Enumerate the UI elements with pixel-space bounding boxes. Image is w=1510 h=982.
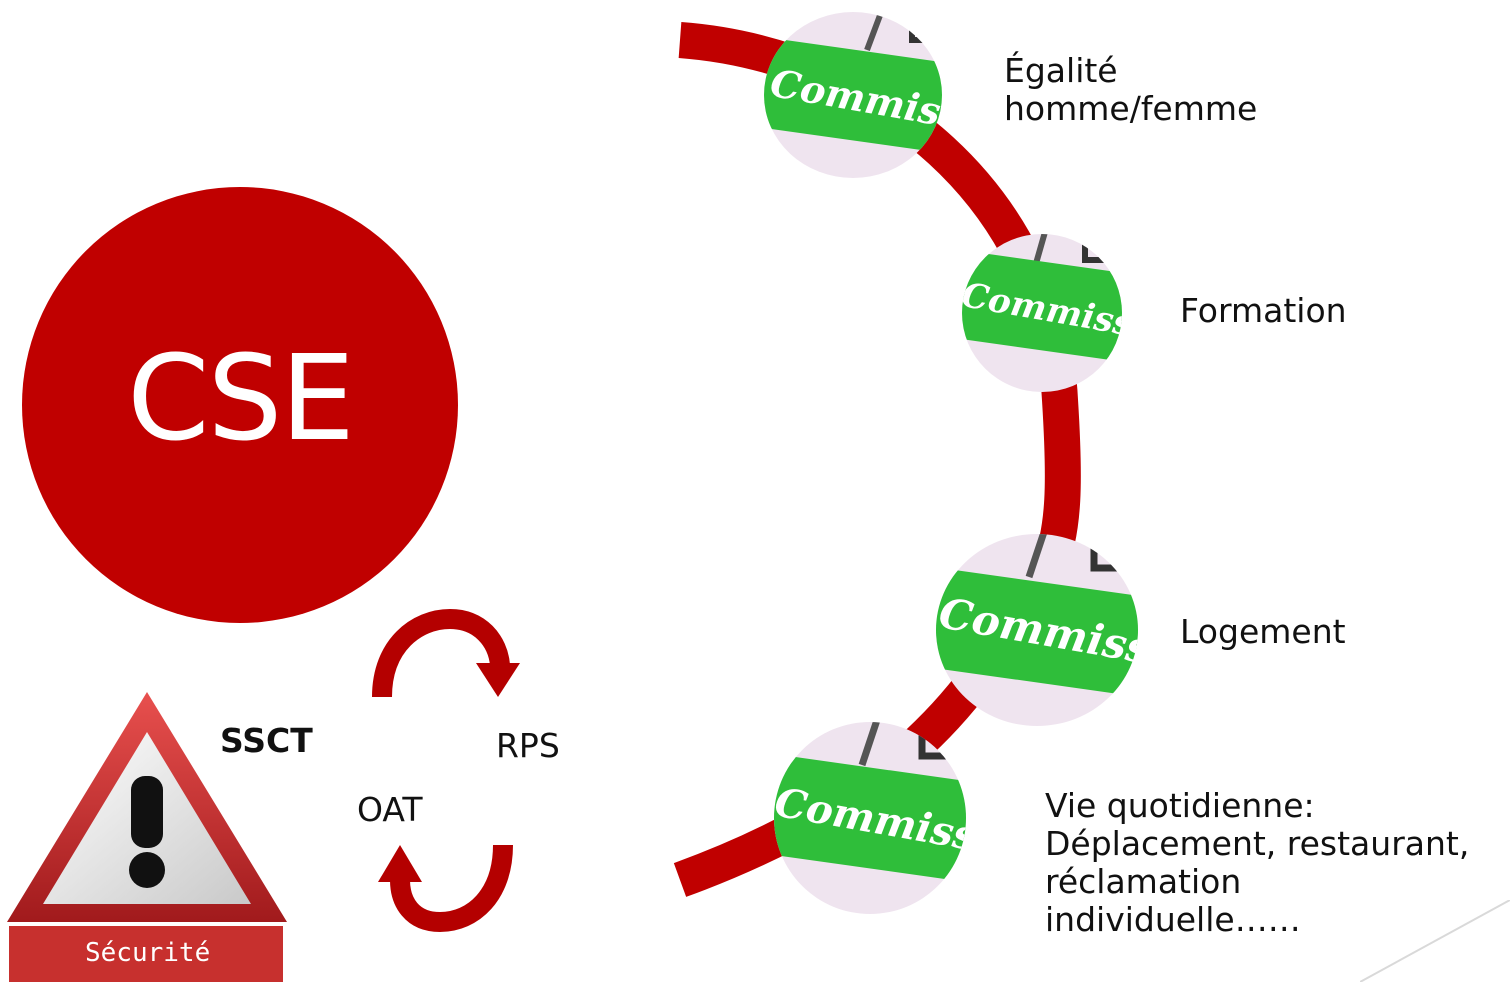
label-line: Égalité [1004,51,1118,90]
cse-label: CSE [127,329,355,467]
commission-label-4: Vie quotidienne: Déplacement, restaurant… [1045,787,1469,939]
commission-label-3: Logement [1180,613,1346,651]
cse-circle: CSE [22,187,458,623]
cycle-arrow-top-icon [372,608,520,698]
label-line: Vie quotidienne: [1045,786,1315,825]
oat-label: OAT [357,790,423,829]
commission-label-2: Formation [1180,292,1347,330]
label-line: Logement [1180,612,1346,651]
commission-bubble-1: Commissio [764,12,944,178]
commission-bubble-2: Commissio [960,234,1124,392]
commission-bubble-3: Commissio [935,534,1140,726]
ssct-title: SSCT [220,721,313,760]
label-line: homme/femme [1004,89,1258,128]
warning-triangle-icon [7,692,287,982]
cycle-arrow-bottom-icon [378,844,513,933]
label-line: individuelle…… [1045,900,1301,939]
label-line: Formation [1180,291,1347,330]
label-line: Déplacement, restaurant, [1045,824,1470,863]
label-line: réclamation [1045,862,1242,901]
rps-label: RPS [496,726,560,765]
commission-label-1: Égalité homme/femme [1004,52,1257,128]
security-label: Sécurité [85,938,211,968]
corner-decoration-line [1360,900,1510,982]
security-warning-sign: Sécurité [5,690,290,982]
commission-bubble-4: Commissio [772,722,968,914]
